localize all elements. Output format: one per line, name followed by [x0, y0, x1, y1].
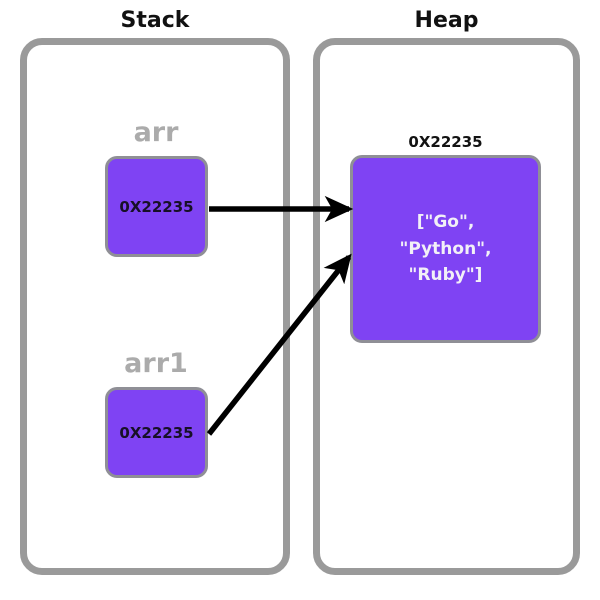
stack-cell-arr1-value: 0X22235: [119, 423, 194, 442]
variable-label-arr: arr: [133, 117, 179, 148]
variable-label-arr1: arr1: [124, 348, 188, 379]
stack-region-title: Stack: [120, 8, 190, 33]
stack-cell-arr: 0X22235: [105, 156, 208, 257]
stack-cell-arr1: 0X22235: [105, 387, 208, 478]
heap-object-value: ["Go", "Python", "Ruby"]: [399, 212, 492, 286]
stack-cell-arr-value: 0X22235: [119, 197, 194, 216]
heap-object-address: 0X22235: [408, 133, 483, 151]
heap-object-cell: ["Go", "Python", "Ruby"]: [350, 155, 541, 343]
heap-region-title: Heap: [414, 8, 479, 33]
